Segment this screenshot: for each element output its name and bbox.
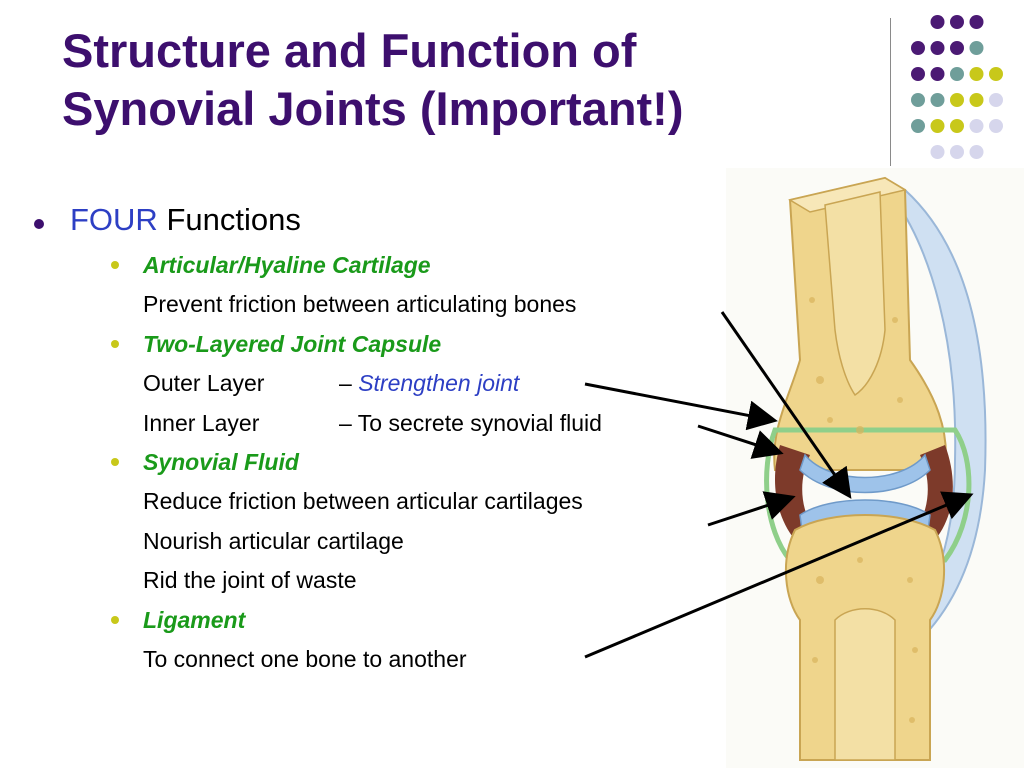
ligament-line-1: To connect one bone to another (143, 646, 467, 672)
inner-layer-label: Inner Layer (143, 410, 260, 436)
heading-joint-capsule: Two-Layered Joint Capsule (111, 331, 442, 358)
decor-dot (950, 119, 964, 133)
heading-text: Synovial Fluid (143, 449, 299, 475)
outer-layer-line: Outer Layer – Strengthen joint (143, 370, 519, 397)
synovial-line-1: Reduce friction between articular cartil… (143, 488, 583, 514)
heading-articular-cartilage: Articular/Hyaline Cartilage (111, 252, 431, 279)
decor-dot (969, 15, 984, 29)
decor-dot (969, 93, 984, 107)
synovial-line-3: Rid the joint of waste (143, 567, 357, 593)
inner-layer-line: Inner Layer – To secrete synovial fluid (143, 410, 602, 437)
sub-bullet-dot-icon (111, 616, 119, 624)
decor-dot (930, 41, 945, 55)
decor-dot (911, 119, 925, 133)
articular-line-1: Prevent friction between articulating bo… (143, 291, 577, 317)
decor-dot (950, 15, 964, 29)
decor-dot (969, 145, 984, 159)
heading-text: Ligament (143, 607, 246, 633)
decor-dot (969, 67, 984, 81)
decor-dot (989, 93, 1003, 107)
synovial-line-2: Nourish articular cartilage (143, 528, 404, 554)
sub-bullet-dot-icon (111, 261, 119, 269)
sub-bullet-dot-icon (111, 458, 119, 466)
inner-layer-dash: – (339, 410, 358, 436)
decor-dot (930, 67, 945, 81)
outer-layer-label: Outer Layer (143, 370, 265, 396)
decor-dot (989, 119, 1003, 133)
decor-dot (930, 145, 945, 159)
heading-text: Articular/Hyaline Cartilage (143, 252, 431, 278)
heading-ligament: Ligament (111, 607, 246, 634)
bullet-dot-icon (34, 219, 44, 229)
outer-layer-dash: – (339, 370, 359, 396)
slide-title: Structure and Function of Synovial Joint… (62, 22, 852, 138)
decor-dot (930, 119, 945, 133)
decor-dot (911, 67, 925, 81)
heading-synovial-fluid: Synovial Fluid (111, 449, 299, 476)
heading-text: Two-Layered Joint Capsule (143, 331, 442, 357)
decor-dot (989, 67, 1003, 81)
decor-dot (911, 93, 925, 107)
sub-bullet-dot-icon (111, 340, 119, 348)
title-line-1: Structure and Function of (62, 24, 637, 77)
joint-illustration-icon (726, 168, 1024, 768)
decor-dot (950, 145, 964, 159)
decor-dot (950, 67, 964, 81)
decor-dot (950, 41, 964, 55)
decor-dot (969, 41, 984, 55)
decor-dot (950, 93, 964, 107)
bullet-four-functions: FOUR Functions (34, 202, 301, 238)
functions-label: Functions (157, 202, 301, 237)
decor-dot (969, 119, 984, 133)
four-accent: FOUR (70, 202, 158, 237)
decor-dot (930, 93, 945, 107)
outer-layer-function: Strengthen joint (358, 370, 520, 396)
inner-layer-function: To secrete synovial fluid (357, 410, 602, 436)
decor-dot (930, 15, 945, 29)
decor-dot (911, 41, 925, 55)
title-divider (890, 18, 891, 166)
title-line-2: Synovial Joints (Important!) (62, 82, 684, 135)
